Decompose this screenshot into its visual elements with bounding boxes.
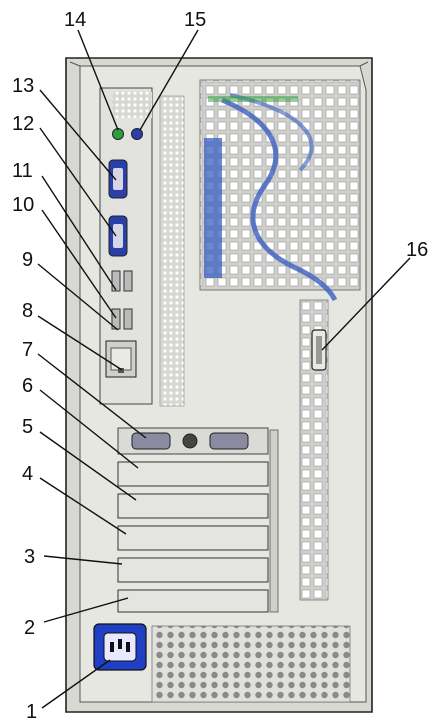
io-panel [99, 87, 185, 407]
callout-16: 16 [406, 239, 428, 261]
callout-15: 15 [184, 9, 206, 31]
leader-1 [41, 659, 111, 709]
fan-grill [199, 79, 361, 601]
power-supply-vent [151, 625, 351, 703]
leader-8 [37, 315, 123, 371]
usb-ports-upper [111, 270, 133, 292]
leader-5 [39, 431, 137, 501]
leader-12 [39, 127, 117, 237]
callout-9: 9 [22, 249, 33, 271]
callout-12: 12 [12, 113, 34, 135]
leader-16 [321, 257, 411, 351]
callout-7: 7 [22, 339, 33, 361]
callout-1: 1 [26, 701, 37, 722]
callout-8: 8 [22, 300, 33, 322]
callout-4: 4 [22, 463, 33, 485]
leader-2 [43, 597, 129, 623]
callout-3: 3 [24, 546, 35, 568]
callout-11: 11 [12, 160, 33, 182]
video-connector-row [117, 427, 269, 455]
callout-14: 14 [64, 9, 86, 31]
leader-14 [77, 29, 119, 131]
leader-9 [37, 263, 119, 331]
serial-port-1 [108, 159, 128, 199]
callout-6: 6 [22, 375, 33, 397]
leader-7 [37, 353, 147, 439]
power-socket [93, 623, 147, 671]
side-lock [311, 329, 327, 371]
callout-numbers: 1 2 3 4 5 6 7 8 9 10 11 12 13 14 15 16 [12, 9, 428, 722]
leader-10 [41, 209, 117, 319]
leader-6 [39, 389, 139, 469]
ps2-mouse-port [112, 128, 124, 140]
serial-port-2 [108, 215, 128, 257]
leader-13 [39, 89, 117, 181]
leader-lines [37, 29, 411, 709]
callout-5: 5 [22, 416, 33, 438]
callout-13: 13 [12, 75, 34, 97]
leader-3 [43, 555, 123, 565]
callout-10: 10 [12, 194, 34, 216]
expansion-slots [117, 429, 279, 613]
leader-11 [41, 175, 117, 291]
ps2-keyboard-port [131, 128, 143, 140]
leader-15 [139, 29, 199, 131]
ethernet-port [105, 340, 137, 378]
leader-4 [39, 477, 127, 535]
callout-2: 2 [24, 617, 35, 639]
